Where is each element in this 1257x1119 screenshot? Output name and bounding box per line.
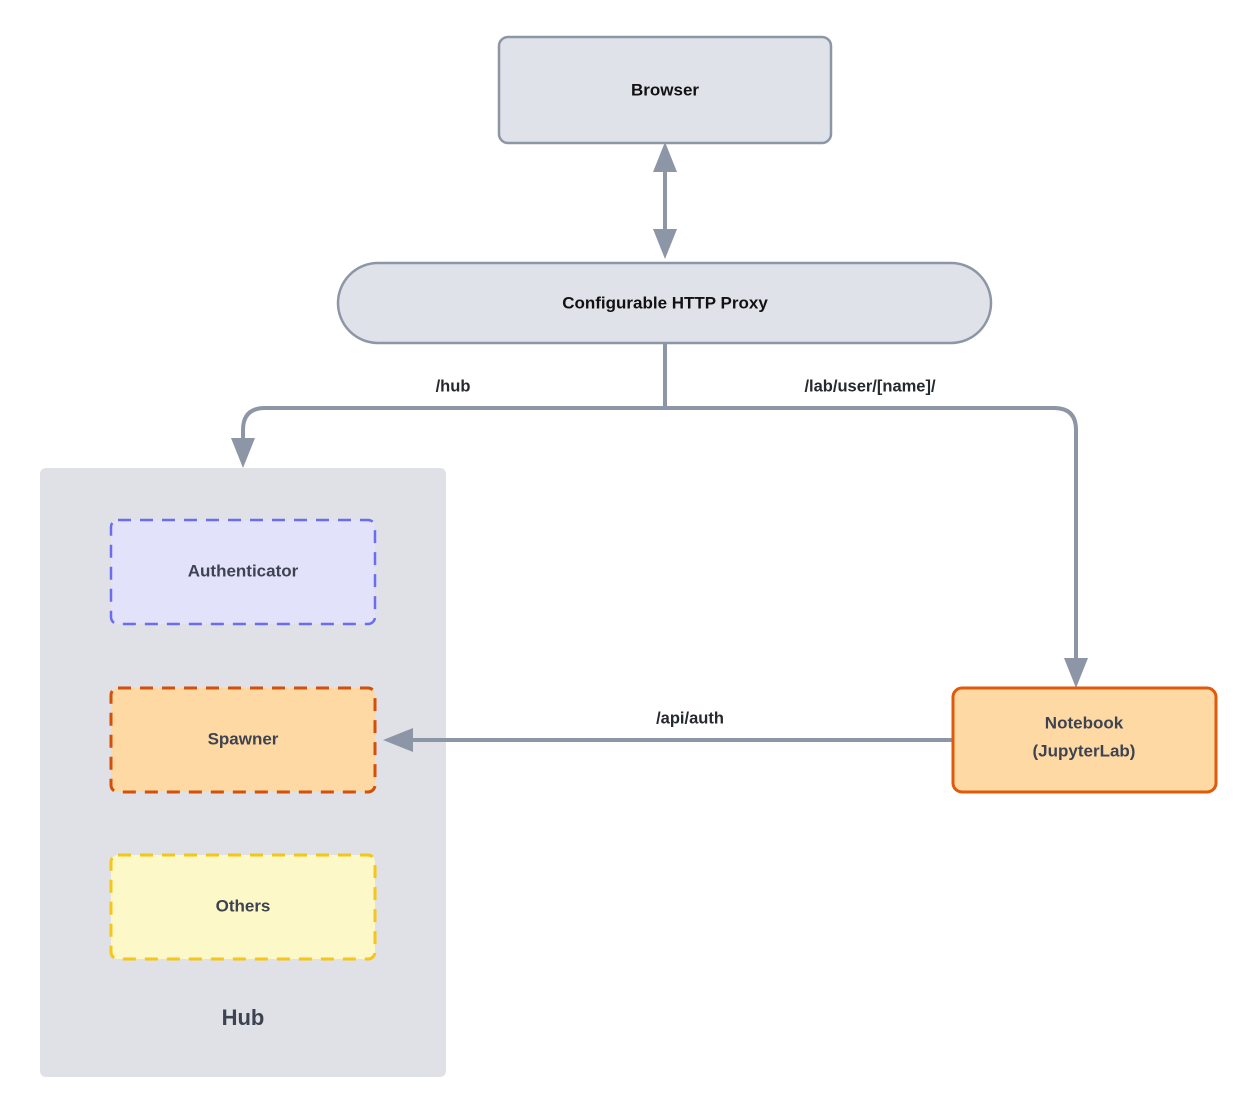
edge-proxy-hub: [231, 406, 665, 468]
node-authenticator-label: Authenticator: [188, 561, 299, 580]
node-notebook-label-line1: Notebook: [1045, 713, 1124, 732]
edge-proxy-notebook: [665, 406, 1088, 688]
edge-label-lab-path: /lab/user/[name]/: [804, 377, 936, 395]
edge-label-hub-path: /hub: [436, 377, 471, 395]
node-spawner-label: Spawner: [208, 729, 279, 748]
node-others[interactable]: Others: [109, 853, 377, 961]
node-authenticator[interactable]: Authenticator: [109, 518, 377, 626]
hub-container-label: Hub: [222, 1005, 265, 1030]
edge-notebook-spawner: [383, 728, 952, 752]
node-notebook[interactable]: Notebook (JupyterLab): [951, 686, 1218, 794]
arrowhead-down: [653, 229, 677, 259]
arrowhead-notebook: [1064, 658, 1088, 688]
node-browser-label: Browser: [631, 80, 699, 99]
node-proxy-label: Configurable HTTP Proxy: [562, 293, 768, 312]
node-others-label: Others: [216, 896, 271, 915]
node-configurable-http-proxy[interactable]: Configurable HTTP Proxy: [336, 261, 993, 345]
node-notebook-label-line2: (JupyterLab): [1033, 741, 1136, 760]
edge-browser-proxy: [653, 142, 677, 259]
arrowhead-up: [653, 142, 677, 172]
arrowhead-spawner: [383, 728, 413, 752]
arrowhead-hub: [231, 438, 255, 468]
node-spawner[interactable]: Spawner: [109, 686, 377, 794]
node-browser[interactable]: Browser: [497, 35, 833, 145]
edge-label-api-auth: /api/auth: [656, 709, 724, 727]
